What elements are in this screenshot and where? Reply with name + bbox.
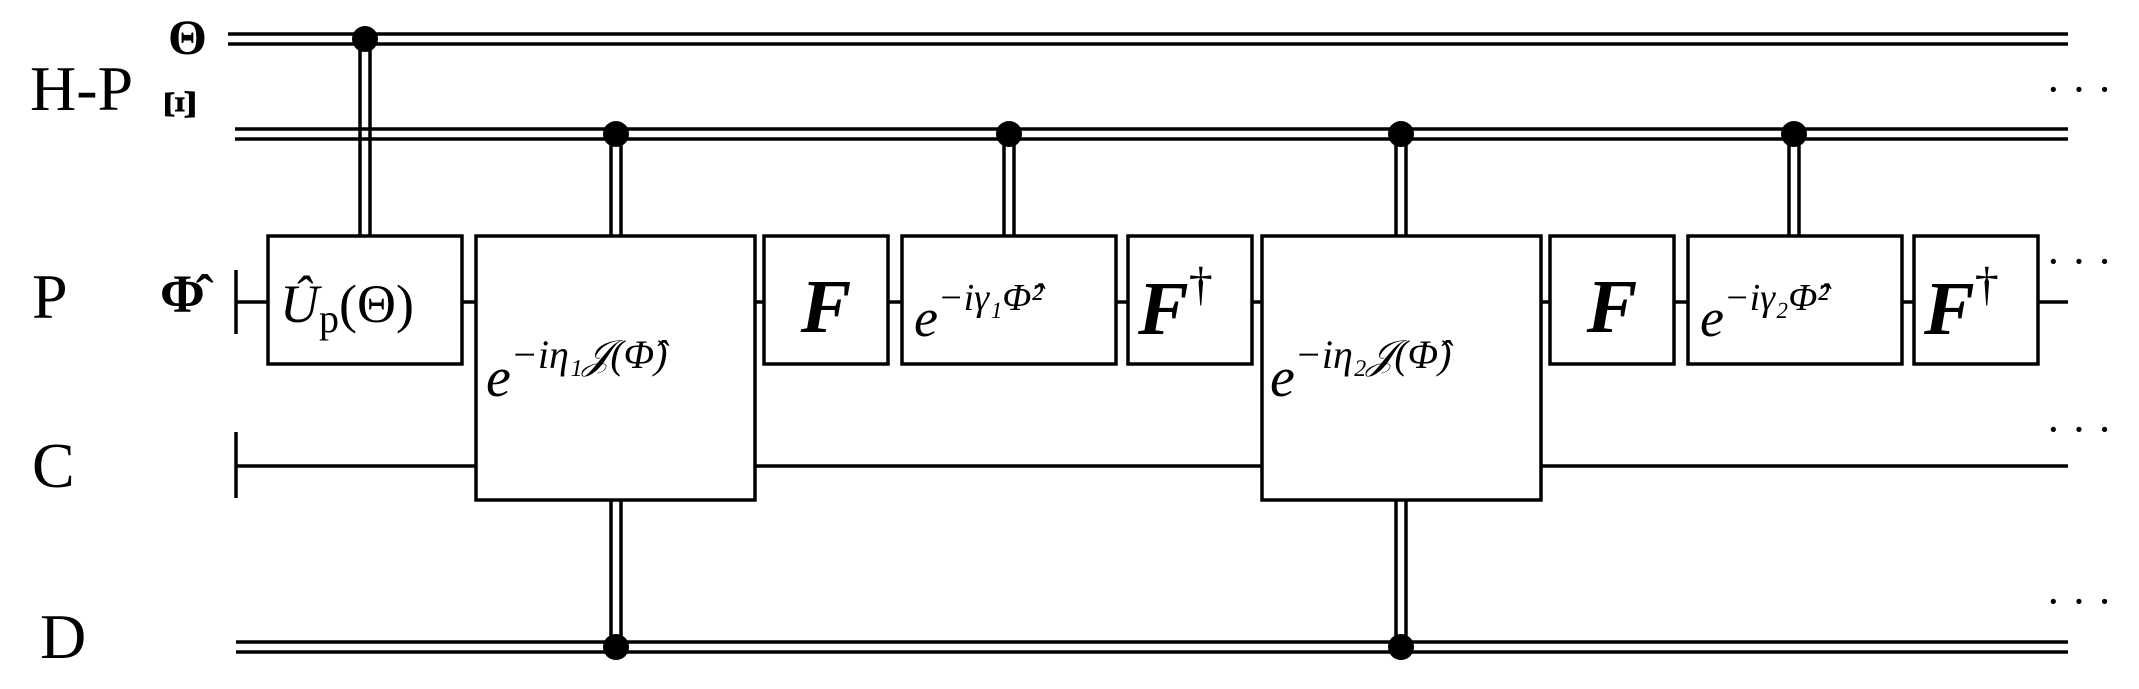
wire-d bbox=[236, 640, 2068, 654]
continuation-d: · · · bbox=[2046, 577, 2112, 626]
label-phi: Φ̂ bbox=[160, 264, 214, 324]
continuation-p: · · · bbox=[2046, 237, 2112, 286]
control-theta-up bbox=[358, 39, 372, 236]
control-dot-xi-4 bbox=[1781, 121, 1807, 147]
label-p: P bbox=[32, 261, 68, 332]
gate-g2: e−iγ₂Φ̂² bbox=[1686, 234, 1904, 366]
continuation-c: · · · bbox=[2046, 405, 2112, 454]
label-xi: Ξ bbox=[154, 89, 205, 120]
svg-text:e−iη₁𝒥(Φ̂): e−iη₁𝒥(Φ̂) bbox=[486, 332, 669, 409]
control-xi-j2 bbox=[1394, 134, 1408, 236]
svg-text:e−iγ₁Φ̂²: e−iγ₁Φ̂² bbox=[914, 277, 1046, 348]
control-dot-xi-3 bbox=[1388, 121, 1414, 147]
label-hp: H-P bbox=[30, 53, 133, 124]
gate-f2: F bbox=[1548, 234, 1676, 366]
control-dot-xi-2 bbox=[996, 121, 1022, 147]
control-dot-xi-1 bbox=[603, 121, 629, 147]
control-d-j1 bbox=[609, 500, 623, 647]
gate-j1: e−iη₁𝒥(Φ̂) bbox=[474, 234, 757, 502]
gate-f1: F bbox=[762, 234, 890, 366]
svg-text:e−iγ₂Φ̂²: e−iγ₂Φ̂² bbox=[1700, 277, 1832, 348]
svg-text:F†: F† bbox=[1923, 258, 1999, 351]
label-theta: Θ bbox=[168, 9, 207, 65]
gate-fd2: F† bbox=[1912, 234, 2040, 366]
control-dot-d-2 bbox=[1388, 634, 1414, 660]
label-d: D bbox=[40, 601, 86, 672]
control-xi-g2 bbox=[1787, 134, 1801, 236]
svg-text:Ûp(Θ): Ûp(Θ) bbox=[280, 274, 414, 341]
gate-j2: e−iη₂𝒥(Φ̂) bbox=[1260, 234, 1543, 502]
control-dot-d-1 bbox=[603, 634, 629, 660]
continuation-xi: · · · bbox=[2046, 65, 2112, 114]
svg-text:F†: F† bbox=[1137, 258, 1213, 351]
wire-theta bbox=[228, 32, 2068, 46]
control-d-j2 bbox=[1394, 500, 1408, 647]
control-dot-theta bbox=[352, 26, 378, 52]
svg-text:F: F bbox=[800, 265, 852, 349]
gate-fd1: F† bbox=[1126, 234, 1254, 366]
gate-up: Ûp(Θ) bbox=[266, 234, 464, 366]
gate-g1: e−iγ₁Φ̂² bbox=[900, 234, 1118, 366]
svg-text:F: F bbox=[1586, 265, 1638, 349]
wire-xi bbox=[235, 127, 2068, 141]
label-c: C bbox=[32, 430, 75, 501]
control-xi-g1 bbox=[1002, 134, 1016, 236]
control-xi-j1 bbox=[609, 134, 623, 236]
svg-text:e−iη₂𝒥(Φ̂): e−iη₂𝒥(Φ̂) bbox=[1270, 332, 1453, 409]
